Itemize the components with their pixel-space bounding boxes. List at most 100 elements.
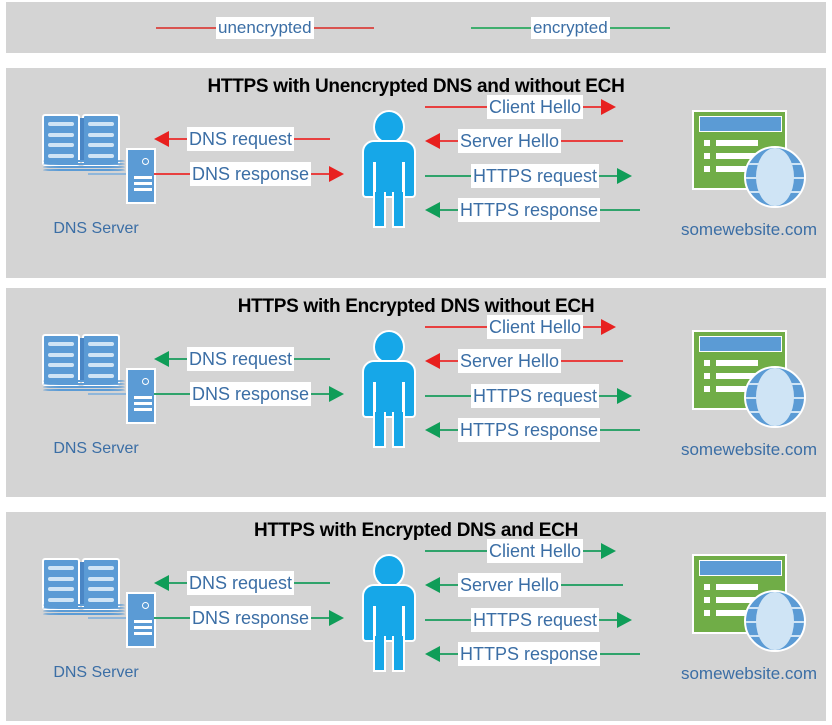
arrow-head-left [425,577,440,593]
browser-content-list [704,360,758,399]
arrow-head-left [154,575,169,591]
message-label: DNS request [187,571,295,595]
globe-gridline [767,148,783,206]
book-page-left [42,558,80,610]
book-text-line [88,597,114,602]
book-edge-line [43,166,125,168]
message-arrow-https-response: HTTPS response [425,197,641,223]
arrow-line [425,550,487,552]
person-leg-right [392,636,405,672]
message-label: Server Hello [458,129,562,153]
website-label: somewebsite.com [680,220,818,239]
message-label: Client Hello [487,95,584,119]
message-label: DNS response [190,162,312,186]
server-drive-bay [134,176,152,179]
server-drive-bays [134,176,152,194]
person-arm-gap-left [373,606,376,636]
arrow-line [600,429,641,431]
arrow-line [599,175,618,177]
arrow-head-left [425,422,440,438]
browser-list-text [716,584,758,590]
book-text-line [48,566,74,571]
book-text-line [48,597,74,602]
arrow-head-left [154,131,169,147]
arrow-head-right [601,543,617,559]
message-label: HTTPS response [458,418,601,442]
client-person-icon [358,110,420,228]
book-spine [80,118,84,162]
arrow-head-right [601,319,617,335]
arrow-line [440,429,458,431]
arrow-head-left [425,353,440,369]
message-arrow-dns-response: DNS response [154,381,345,407]
person-leg-right [392,412,405,448]
browser-list-text [716,386,758,392]
person-leg-left [373,192,386,228]
message-label: Server Hello [458,573,562,597]
arrow-head-right [329,166,345,182]
message-arrow-dns-request: DNS request [154,570,331,596]
server-drive-bay [134,182,152,185]
browser-list-row [704,166,758,172]
book-page-edge [43,380,125,391]
arrow-line [440,584,458,586]
browser-list-bullet [704,373,710,379]
server-drive-bay [134,408,152,411]
book-edge-line [43,613,125,615]
open-book-icon [42,332,126,392]
server-tower-icon [126,592,156,648]
server-drive-bay [134,626,152,629]
legend-line-encrypted-tail [609,27,670,29]
browser-list-bullet [704,584,710,590]
arrow-head-left [425,202,440,218]
legend-band: unencrypted encrypted [6,2,826,53]
legend-label-encrypted: encrypted [531,17,610,39]
browser-title-bar [699,560,782,576]
person-arm-gap-right [402,162,405,192]
book-page-right [82,114,120,166]
arrow-head-right [617,388,633,404]
arrow-line [425,175,471,177]
message-arrow-https-response: HTTPS response [425,417,641,443]
person-arm-gap-right [402,382,405,412]
book-edge-line [43,160,125,162]
arrow-line [425,619,471,621]
message-arrow-https-request: HTTPS request [425,383,633,409]
person-leg-left [373,412,386,448]
diagram-panel-1: HTTPS with Unencrypted DNS and without E… [6,68,826,278]
client-person-icon [358,330,420,448]
message-arrow-server-hello: Server Hello [425,348,624,374]
person-head [373,554,405,588]
book-text-line [88,342,114,347]
arrow-head-left [425,646,440,662]
message-label: Client Hello [487,315,584,339]
book-text-line [88,373,114,378]
browser-list-text [716,597,758,603]
message-label: DNS request [187,127,295,151]
browser-list-text [716,166,758,172]
server-tower-icon [126,148,156,204]
book-edge-line [43,607,125,609]
website-label: somewebsite.com [680,664,818,683]
book-text-line [48,352,74,357]
book-edge-line [43,383,125,385]
dns-server-label: DNS Server [53,220,139,237]
browser-list-row [704,386,758,392]
legend-line-unencrypted-tail [313,27,374,29]
book-text-line [88,122,114,127]
message-arrow-dns-request: DNS request [154,346,331,372]
arrow-head-right [617,168,633,184]
person-arm-gap-right [402,606,405,636]
browser-list-row [704,373,758,379]
book-text-line [88,132,114,137]
panel-title: HTTPS with Encrypted DNS and ECH [254,520,578,541]
arrow-head-right [601,99,617,115]
browser-list-bullet [704,386,710,392]
server-drive-bay [134,396,152,399]
server-connector-line [88,393,128,395]
person-torso [362,584,416,642]
arrow-line [425,326,487,328]
browser-list-bullet [704,610,710,616]
